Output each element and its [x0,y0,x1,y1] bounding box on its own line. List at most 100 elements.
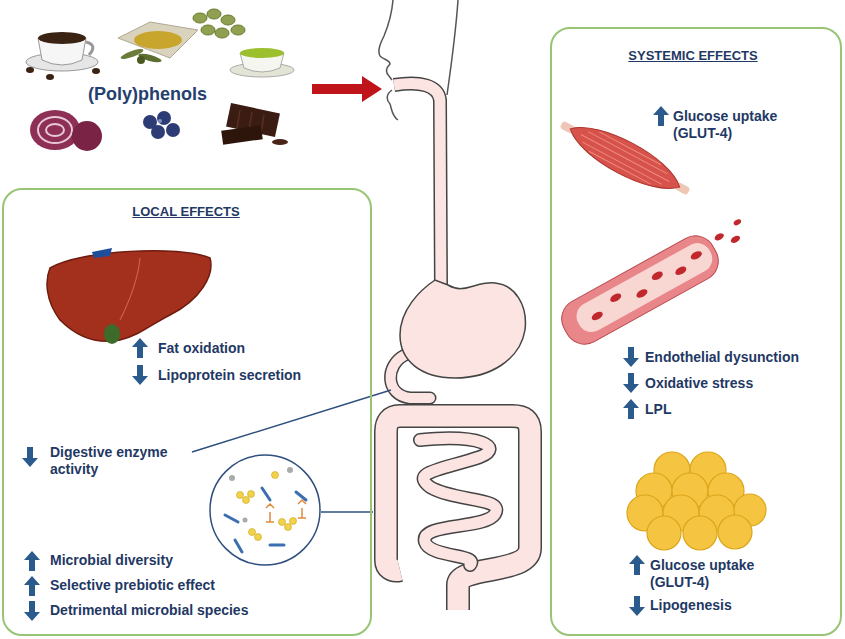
chocolate-shaving [272,139,288,145]
phage [266,504,274,522]
chocolate [221,103,288,145]
oil [134,31,182,49]
blood-cell [635,288,649,300]
liver-lobe [47,251,211,342]
panel-heading: LOCAL EFFECTS [132,203,239,220]
coccus [290,518,297,525]
microbe-circle [210,455,320,565]
coffee [38,32,86,44]
increase-arrow [623,399,639,419]
coffee-bean [26,67,34,73]
blood-cell [650,270,664,282]
effect-text: Digestive enzyme activity [50,444,190,478]
effect-text: Glucose uptake (GLUT-4) [650,557,790,591]
bean [231,25,245,35]
effect-text: Microbial diversity [50,552,173,569]
face-profile [379,0,398,120]
phage [298,500,306,518]
effect-text: Lipoprotein secretion [158,367,301,384]
pharynx-line [447,0,458,95]
increase-arrow [24,576,40,596]
effect-text: Glucose uptake (GLUT-4) [673,108,813,142]
chocolate-piece [221,125,263,144]
rod-bacterium [262,488,270,500]
coccus [255,534,262,541]
bean [201,25,215,35]
effect-text: Selective prebiotic effect [50,577,215,594]
onion-ring [46,124,64,136]
leader-line [192,390,391,452]
olive-leaf [138,52,163,64]
colon [386,416,530,610]
compound-label: (Poly)phenols [88,84,207,105]
muscle [554,110,697,207]
rod-bacterium [225,515,238,522]
berry [166,123,180,137]
systemic-effects-panel: SYSTEMIC EFFECTSGlucose uptake (GLUT-4)E… [550,27,842,636]
increase-arrow [132,338,148,358]
green-coffee-beans [193,9,245,38]
green-tea [230,48,294,77]
blood-cell [590,310,604,322]
decrease-arrow [629,596,645,616]
esophagus [394,84,441,290]
effect-text: Lipogenesis [650,597,732,614]
red-onion [30,110,102,151]
blood-cell [713,232,725,242]
bean [215,28,229,38]
onion [72,121,102,151]
decrease-arrow [623,373,639,393]
decrease-arrow [24,601,40,621]
cup-handle [86,42,93,55]
leader-line [321,511,373,513]
intake-arrow [312,76,382,102]
olive [137,56,145,64]
stomach [400,280,525,378]
effect-text: Detrimental microbial species [50,602,248,619]
coffee-cup [26,32,100,80]
small-intestine [420,438,496,565]
hepatic-vessel [92,248,112,258]
blueberries [143,111,180,139]
rod-bacterium [270,544,284,547]
onion-ring [38,117,72,143]
muscle-belly [563,114,688,201]
blood-cell [689,249,703,261]
small-intestine-outline [420,438,496,565]
gallbladder [104,324,120,344]
decrease-arrow [22,447,38,467]
rod-bacterium [235,540,242,552]
increase-arrow [629,555,645,575]
local-effects-panel: LOCAL EFFECTSFat oxidationLipoprotein se… [2,188,372,636]
esophagus-outline [394,84,441,290]
blood-vessel [555,211,758,352]
fat-cell [647,516,681,550]
coffee-bean [92,68,100,74]
colon-outline [386,416,530,610]
coccus [243,497,250,504]
liver [47,248,211,344]
berry [157,111,171,125]
adipose-tissue [627,452,766,550]
increase-arrow [653,106,669,126]
vessel-lumen [572,238,718,337]
coccus [279,519,286,526]
particle [229,475,235,481]
blood-cell [733,218,742,226]
blood-cell [730,234,742,244]
blood-cell [609,292,623,304]
effect-text: LPL [645,401,671,418]
muscle-fibres [576,125,675,191]
blood-cell [674,265,688,277]
coccus [249,529,256,536]
effect-text: Oxidative stress [645,375,753,392]
berry [151,125,165,139]
effect-text: Endothelial dysunction [645,349,799,366]
fat-cell [683,516,717,550]
rod-bacterium [296,492,306,500]
bean [193,13,207,23]
gi-tract [379,0,530,610]
onion-half [30,110,80,150]
bean [221,15,235,25]
